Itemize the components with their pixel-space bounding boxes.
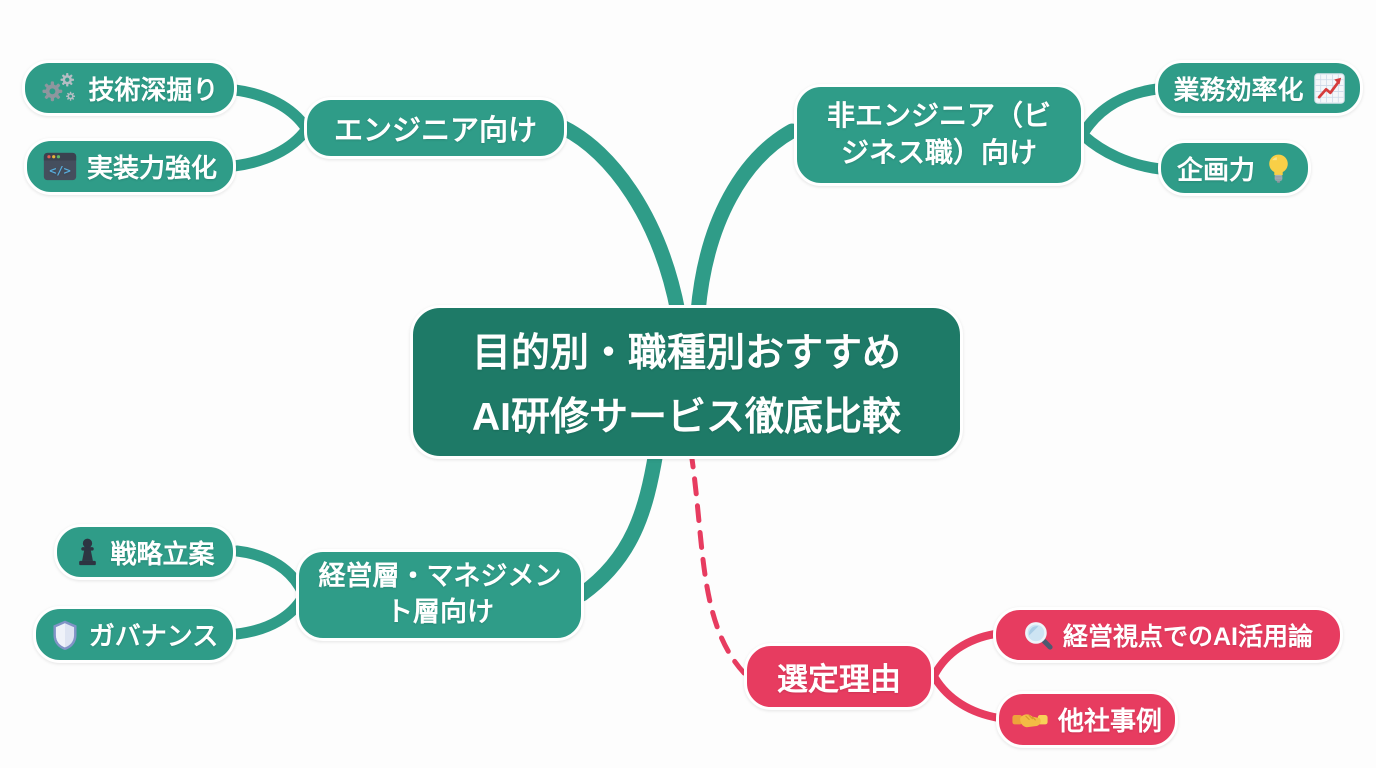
node-ai-usage-management-view[interactable]: 経営視点でのAI活用論 <box>993 607 1343 663</box>
connector-center-non-engineer <box>690 123 800 320</box>
shield-icon <box>51 619 79 651</box>
connector-engineer-tech <box>229 84 312 134</box>
branch-label: 経営層・マネジメント層向け <box>318 561 562 627</box>
node-governance[interactable]: ガバナンス <box>33 606 236 663</box>
gears-icon <box>40 70 78 106</box>
node-work-efficiency[interactable]: 業務効率化 <box>1155 60 1363 116</box>
node-strategy-planning[interactable]: 戦略立案 <box>54 524 236 580</box>
child-label: 経営視点でのAI活用論 <box>1062 623 1313 651</box>
child-label: 実装力強化 <box>86 153 217 183</box>
node-implementation-strength[interactable]: </> 実装力強化 <box>24 138 236 195</box>
connector-non-engineer-efficiency <box>1078 83 1163 138</box>
branch-label: エンジニア向け <box>333 115 537 147</box>
central-topic-line1: 目的別・職種別おすすめ <box>471 332 901 375</box>
node-planning-ability[interactable]: 企画力 <box>1158 140 1311 196</box>
child-label: 企画力 <box>1176 154 1255 185</box>
chart-increasing-icon <box>1313 72 1345 104</box>
central-topic-line2: AI研修サービス徹底比較 <box>471 396 901 439</box>
node-other-company-cases[interactable]: 他社事例 <box>996 691 1178 748</box>
node-branch-engineer[interactable]: エンジニア向け <box>304 97 567 159</box>
connector-engineer-implementation <box>228 124 312 172</box>
svg-text:</>: </> <box>49 164 70 178</box>
connector-non-engineer-planning <box>1078 130 1166 175</box>
connector-center-engineer <box>556 120 686 320</box>
node-branch-non-engineer[interactable]: 非エンジニア（ビジネス職）向け <box>794 84 1084 186</box>
child-label: 業務効率化 <box>1173 74 1304 105</box>
node-branch-selection-reason[interactable]: 選定理由 <box>744 643 934 710</box>
connector-management-strategy <box>231 545 309 599</box>
connector-center-management <box>574 444 664 602</box>
code-window-icon: </> <box>43 151 77 182</box>
handshake-icon <box>1012 707 1048 732</box>
branch-label: 非エンジニア（ビジネス職）向け <box>826 100 1051 168</box>
node-branch-management[interactable]: 経営層・マネジメント層向け <box>296 549 584 641</box>
light-bulb-icon <box>1265 152 1292 185</box>
child-label: 戦略立案 <box>110 538 215 569</box>
child-label: ガバナンス <box>88 621 219 651</box>
node-central-topic[interactable]: 目的別・職種別おすすめ AI研修サービス徹底比較 <box>410 305 963 459</box>
connector-selection-case-studies <box>931 674 1003 722</box>
connector-management-governance <box>231 591 309 640</box>
connector-selection-ai-usage <box>931 630 999 678</box>
chess-pawn-icon <box>75 537 100 568</box>
branch-label: 選定理由 <box>777 662 901 697</box>
child-label: 他社事例 <box>1057 706 1162 736</box>
node-tech-deep-dive[interactable]: 技術深掘り <box>22 60 237 116</box>
magnifier-icon <box>1023 620 1053 650</box>
connector-center-selection-dashed <box>688 449 751 680</box>
child-label: 技術深掘り <box>88 74 219 105</box>
